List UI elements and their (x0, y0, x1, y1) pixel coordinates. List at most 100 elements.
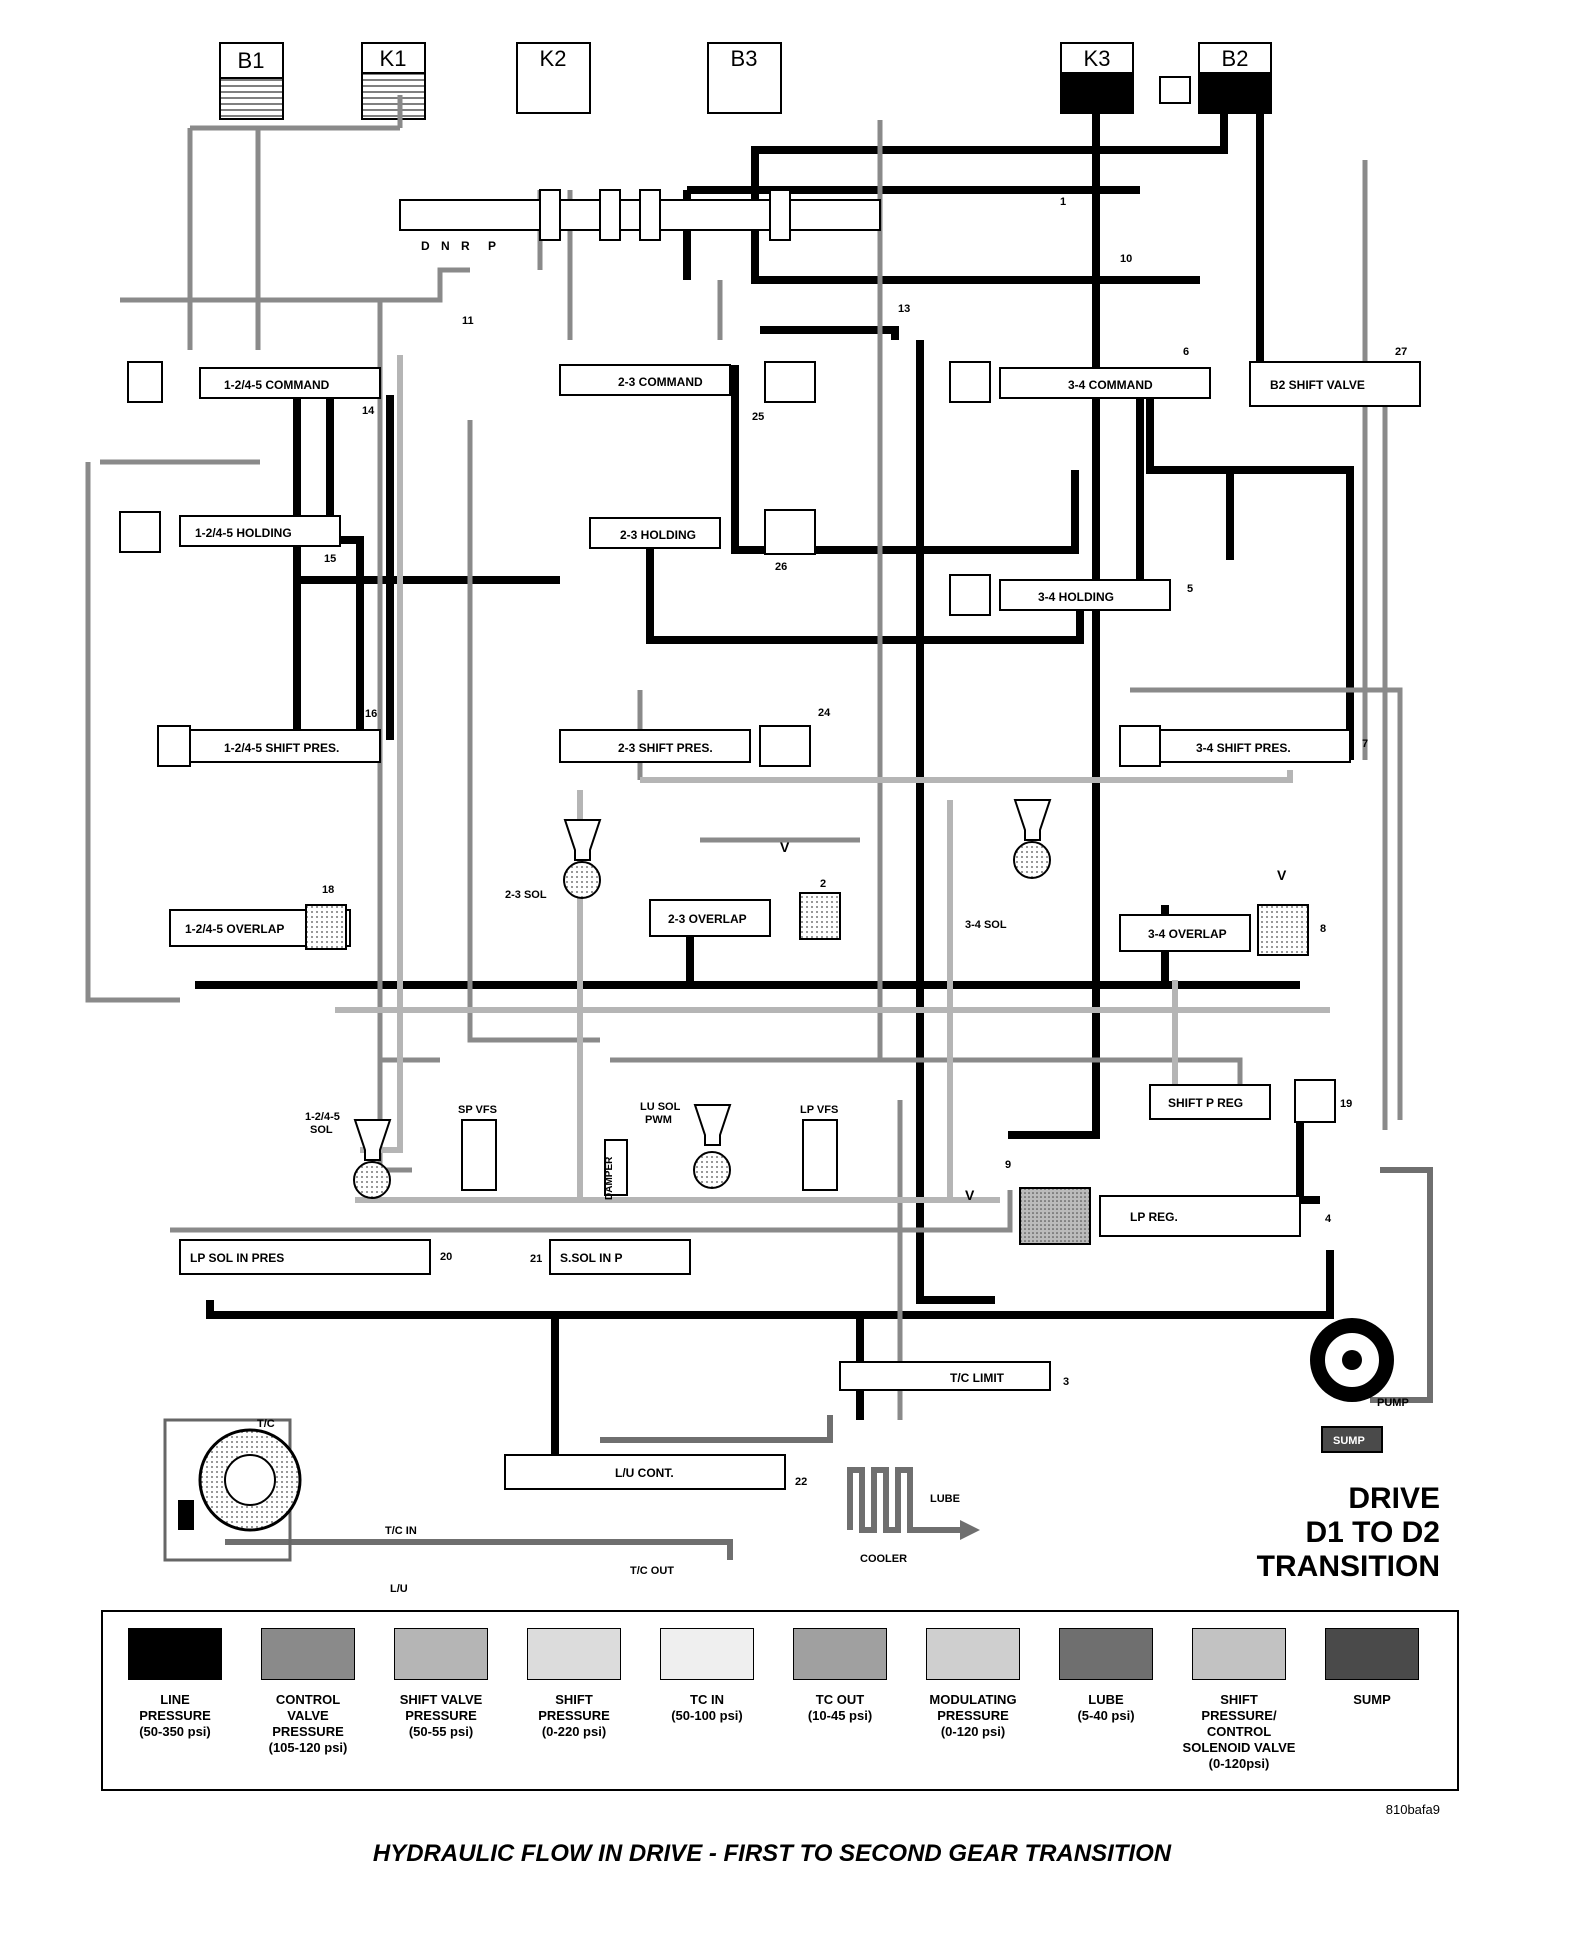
legend-item-shift-pressure: SHIFT PRESSURE (0-220 psi) (510, 1628, 638, 1740)
legend-label: LINE PRESSURE (50-350 psi) (139, 1692, 211, 1739)
tank-k1: K1 (361, 42, 426, 120)
valve-1245-overlap-label: 1-2/4-5 OVERLAP (185, 922, 284, 936)
valve-tc-limit: T/C LIMIT (839, 1361, 1051, 1391)
valve-1245-command: 1-2/4-5 COMMAND (127, 361, 381, 403)
valve-1245-command-label: 1-2/4-5 COMMAND (224, 378, 330, 392)
valve-tc-limit-label: T/C LIMIT (950, 1371, 1005, 1385)
valve-23-overlap: 2-3 OVERLAP (649, 892, 841, 940)
figure-caption: HYDRAULIC FLOW IN DRIVE - FIRST TO SECON… (372, 1840, 1172, 1867)
callout-21: 21 (530, 1253, 542, 1265)
valve-34-overlap: 3-4 OVERLAP (1119, 904, 1309, 956)
solenoid-1245-label-line2: SOL (310, 1124, 333, 1136)
callout-24: 24 (818, 707, 831, 719)
valve-23-holding-label: 2-3 HOLDING (620, 528, 696, 542)
damper-label: DAMPER (604, 1156, 615, 1200)
manual-valve: D N R P (399, 189, 881, 253)
selector-r: R (461, 239, 470, 253)
valve-lu-cont: L/U CONT. (504, 1454, 786, 1490)
valve-34-shift-pres-label: 3-4 SHIFT PRES. (1196, 741, 1291, 755)
valve-34-holding-label: 3-4 HOLDING (1038, 590, 1114, 604)
callout-26: 26 (775, 561, 787, 573)
control-pressure-passages (85, 95, 1403, 1420)
title-line1: DRIVE (1348, 1482, 1440, 1515)
selector-p: P (488, 239, 496, 253)
legend-item-shift-pressure-control-solenoid: SHIFT PRESSURE/ CONTROL SOLENOID VALVE (… (1175, 1628, 1303, 1772)
callout-8: 8 (1320, 923, 1326, 935)
valve-shift-p-reg: SHIFT P REG (1149, 1079, 1336, 1123)
tank-k3-label: K3 (1084, 46, 1111, 71)
damper: DAMPER (604, 1139, 628, 1200)
valve-b2-shift-label: B2 SHIFT VALVE (1270, 378, 1365, 392)
tc-label: T/C (257, 1418, 275, 1430)
valve-lp-sol-in-pres: LP SOL IN PRES (179, 1239, 431, 1275)
torque-converter: T/C (163, 1418, 302, 1562)
valve-s-sol-in-p: S.SOL IN P (549, 1239, 691, 1275)
diagram-title: DRIVE D1 TO D2 TRANSITION (1257, 1482, 1440, 1584)
valve-34-holding: 3-4 HOLDING (949, 574, 1171, 616)
valve-shift-p-reg-label: SHIFT P REG (1168, 1096, 1243, 1110)
valve-lp-reg-label: LP REG. (1130, 1210, 1178, 1224)
solenoid-lu-sol-pwm-label-line2: PWM (645, 1114, 672, 1126)
lube-label: LUBE (930, 1493, 960, 1505)
tc-out-label: T/C OUT (630, 1565, 674, 1577)
title-line2: D1 TO D2 (1305, 1516, 1441, 1549)
tank-k3: K3 (1060, 42, 1134, 114)
legend-swatch (660, 1628, 754, 1680)
shift-valve-pressure-passages (335, 355, 1330, 1203)
tank-k2-label: K2 (540, 46, 567, 71)
legend-item-sump: SUMP (1308, 1628, 1436, 1708)
valve-34-shift-pres: 3-4 SHIFT PRES. (1119, 725, 1351, 767)
legend-label: SUMP (1353, 1692, 1391, 1707)
legend-label: SHIFT PRESSURE (0-220 psi) (538, 1692, 610, 1739)
tank-b2: B2 (1159, 42, 1272, 114)
tank-k2: K2 (516, 42, 591, 114)
legend-item-tc-out: TC OUT (10-45 psi) (776, 1628, 904, 1724)
valve-lp-sol-in-pres-label: LP SOL IN PRES (190, 1251, 284, 1265)
valve-23-holding: 2-3 HOLDING (589, 509, 816, 555)
callout-27: 27 (1395, 346, 1407, 358)
legend-swatch (1192, 1628, 1286, 1680)
valve-23-shift-pres-label: 2-3 SHIFT PRES. (618, 741, 713, 755)
valve-34-command-label: 3-4 COMMAND (1068, 378, 1153, 392)
valve-23-command: 2-3 COMMAND (559, 361, 816, 403)
callout-14: 14 (362, 405, 375, 417)
callout-5: 5 (1187, 583, 1193, 595)
callout-10: 10 (1120, 253, 1132, 265)
solenoid-34-label: 3-4 SOL (965, 919, 1007, 931)
callout-18: 18 (322, 884, 334, 896)
v-mark-3: V (965, 1187, 975, 1203)
solenoid-1245: 1-2/4-5 SOL (305, 1111, 392, 1199)
selector-d: D (421, 239, 430, 253)
valve-1245-shift-pres: 1-2/4-5 SHIFT PRES. (157, 725, 381, 767)
valve-lu-cont-label: L/U CONT. (615, 1466, 674, 1480)
legend-swatch (793, 1628, 887, 1680)
legend: LINE PRESSURE (50-350 psi) CONTROL VALVE… (101, 1610, 1459, 1791)
title-line3: TRANSITION (1256, 1550, 1440, 1583)
selector-n: N (441, 239, 450, 253)
solenoid-1245-label-line1: 1-2/4-5 (305, 1111, 340, 1123)
valve-1245-overlap: 1-2/4-5 OVERLAP (169, 904, 351, 950)
pump-label: PUMP (1377, 1397, 1409, 1409)
legend-label: CONTROL VALVE PRESSURE (105-120 psi) (268, 1692, 348, 1755)
callout-25: 25 (752, 411, 764, 423)
tank-b2-label: B2 (1222, 46, 1249, 71)
callout-3: 3 (1063, 1376, 1069, 1388)
callout-6: 6 (1183, 346, 1189, 358)
legend-label: MODULATING PRESSURE (0-120 psi) (929, 1692, 1017, 1739)
legend-swatch (128, 1628, 222, 1680)
legend-item-control-valve-pressure: CONTROL VALVE PRESSURE (105-120 psi) (244, 1628, 372, 1756)
legend-swatch (394, 1628, 488, 1680)
tank-k1-label: K1 (380, 46, 407, 71)
v-mark-2: V (1277, 867, 1287, 883)
valve-b2-shift: B2 SHIFT VALVE (1249, 361, 1421, 407)
tank-b1-label: B1 (238, 48, 265, 73)
sump-label: SUMP (1333, 1435, 1365, 1447)
solenoid-lp-vfs-label: LP VFS (800, 1104, 838, 1116)
lube-passages (225, 1167, 1433, 1560)
callout-15: 15 (324, 553, 336, 565)
legend-item-modulating-pressure: MODULATING PRESSURE (0-120 psi) (909, 1628, 1037, 1740)
legend-item-tc-in: TC IN (50-100 psi) (643, 1628, 771, 1724)
solenoid-23-label: 2-3 SOL (505, 889, 547, 901)
callout-20: 20 (440, 1251, 452, 1263)
